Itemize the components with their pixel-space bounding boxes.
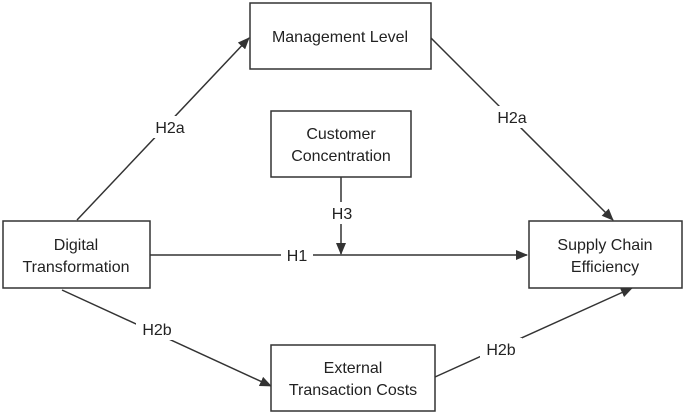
- node-digital-transformation: Digital Transformation: [2, 220, 151, 289]
- svg-text:H2b: H2b: [142, 322, 171, 339]
- node-supply-line-1: Supply Chain: [557, 237, 652, 254]
- svg-text:H2b: H2b: [486, 342, 515, 359]
- node-external-transaction-costs: External Transaction Costs: [270, 344, 436, 412]
- node-customer-line-1: Customer: [306, 126, 376, 143]
- node-external-line-1: External: [324, 360, 383, 377]
- node-supply-line-2: Efficiency: [571, 259, 639, 276]
- edge-h2a-management-to-supply: [430, 37, 614, 221]
- svg-text:H2a: H2a: [497, 110, 526, 127]
- label-h1: H1: [281, 244, 313, 266]
- node-supply-chain-efficiency: Supply Chain Efficiency: [528, 220, 683, 289]
- node-customer-line-2: Concentration: [291, 148, 391, 165]
- label-h2a-right: H2a: [492, 106, 532, 128]
- node-external-line-2: Transaction Costs: [289, 382, 417, 399]
- node-digital-line-2: Transformation: [23, 259, 130, 276]
- node-customer-concentration: Customer Concentration: [270, 110, 412, 178]
- edge-h2b-external-to-supply: [434, 287, 633, 378]
- node-management-level: Management Level: [249, 2, 432, 70]
- svg-text:H1: H1: [287, 248, 308, 265]
- label-h2b-right: H2b: [480, 338, 522, 360]
- label-h2a-left: H2a: [150, 116, 190, 138]
- node-management-line-1: Management Level: [272, 29, 408, 46]
- label-h3: H3: [327, 202, 357, 224]
- node-digital-line-1: Digital: [54, 237, 98, 254]
- svg-text:H2a: H2a: [155, 120, 184, 137]
- svg-text:H3: H3: [332, 206, 353, 223]
- label-h2b-left: H2b: [136, 318, 178, 340]
